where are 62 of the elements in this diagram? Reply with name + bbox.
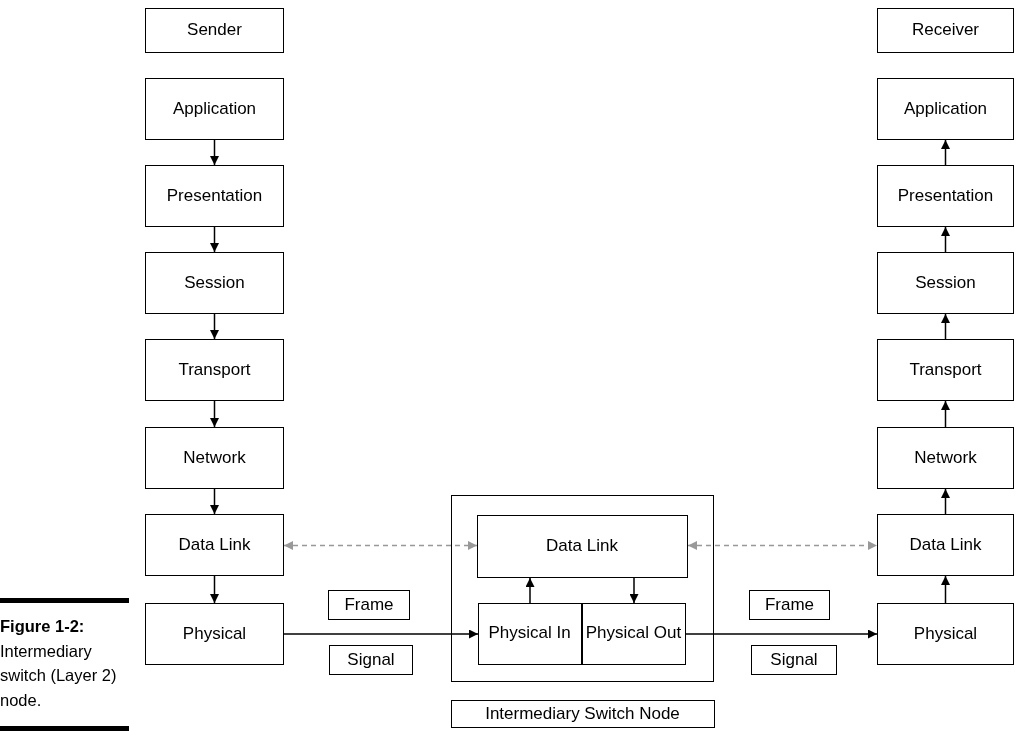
arrow (941, 313, 950, 340)
layer-box (145, 514, 284, 576)
node-label: Presentation (166, 185, 263, 207)
arrow (941, 488, 950, 515)
arrow (941, 575, 950, 604)
layer-box (877, 427, 1014, 489)
arrow (283, 629, 479, 639)
node-label: Physical Out (585, 623, 682, 644)
node-label: Application (903, 98, 988, 120)
arrow (210, 313, 219, 340)
node-label: Network (183, 447, 246, 469)
layer-box (145, 165, 284, 227)
node-label: Receiver (911, 20, 980, 41)
layer-box (581, 602, 686, 665)
node-label: Transport (178, 359, 251, 381)
layer-box (476, 514, 688, 578)
node-label: Transport (909, 359, 982, 381)
layer-box (145, 78, 284, 140)
dashed-arrow (283, 541, 478, 550)
node-label: Session (915, 272, 976, 294)
arrow (525, 577, 535, 604)
edge-label: Signal (329, 645, 413, 675)
layer-box (145, 427, 284, 489)
layer-box (145, 339, 284, 401)
edge-label: Frame (328, 590, 410, 620)
arrow (941, 400, 950, 428)
arrow (210, 488, 219, 515)
layer-box (477, 602, 582, 665)
node-label: Network (914, 447, 977, 469)
layer-box (877, 78, 1014, 140)
node-label: Sender (187, 20, 242, 41)
arrow (941, 139, 950, 166)
arrow (685, 629, 878, 639)
edge-label: Frame (749, 590, 830, 620)
arrow (629, 577, 639, 604)
layer-box (877, 339, 1014, 401)
node-label: Data Link (909, 534, 982, 556)
arrow (210, 575, 219, 604)
layer-box (877, 252, 1014, 314)
arrow (941, 226, 950, 253)
dashed-arrow (687, 541, 878, 550)
arrow (210, 400, 219, 428)
layer-box (877, 165, 1014, 227)
layer-box (877, 8, 1014, 53)
layer-box (877, 603, 1014, 665)
figure-caption: Figure 1-2: Intermediary switch (Layer 2) node. (0, 616, 118, 711)
layer-box (145, 8, 284, 53)
node-label: Physical In (488, 623, 571, 644)
node-label: Data Link (178, 534, 251, 556)
layer-box (877, 514, 1014, 576)
arrow (210, 226, 219, 253)
node-label: Session (184, 272, 245, 294)
layer-box (145, 252, 284, 314)
layer-box (145, 603, 284, 665)
arrow (210, 139, 219, 166)
node-label: Physical (182, 623, 247, 645)
node-label: Physical (913, 623, 978, 645)
node-title: Intermediary Switch Node (450, 700, 715, 728)
node-label: Presentation (897, 185, 994, 207)
node-label: Data Link (546, 535, 618, 557)
node-label: Application (172, 98, 257, 120)
edge-label: Signal (751, 645, 837, 675)
